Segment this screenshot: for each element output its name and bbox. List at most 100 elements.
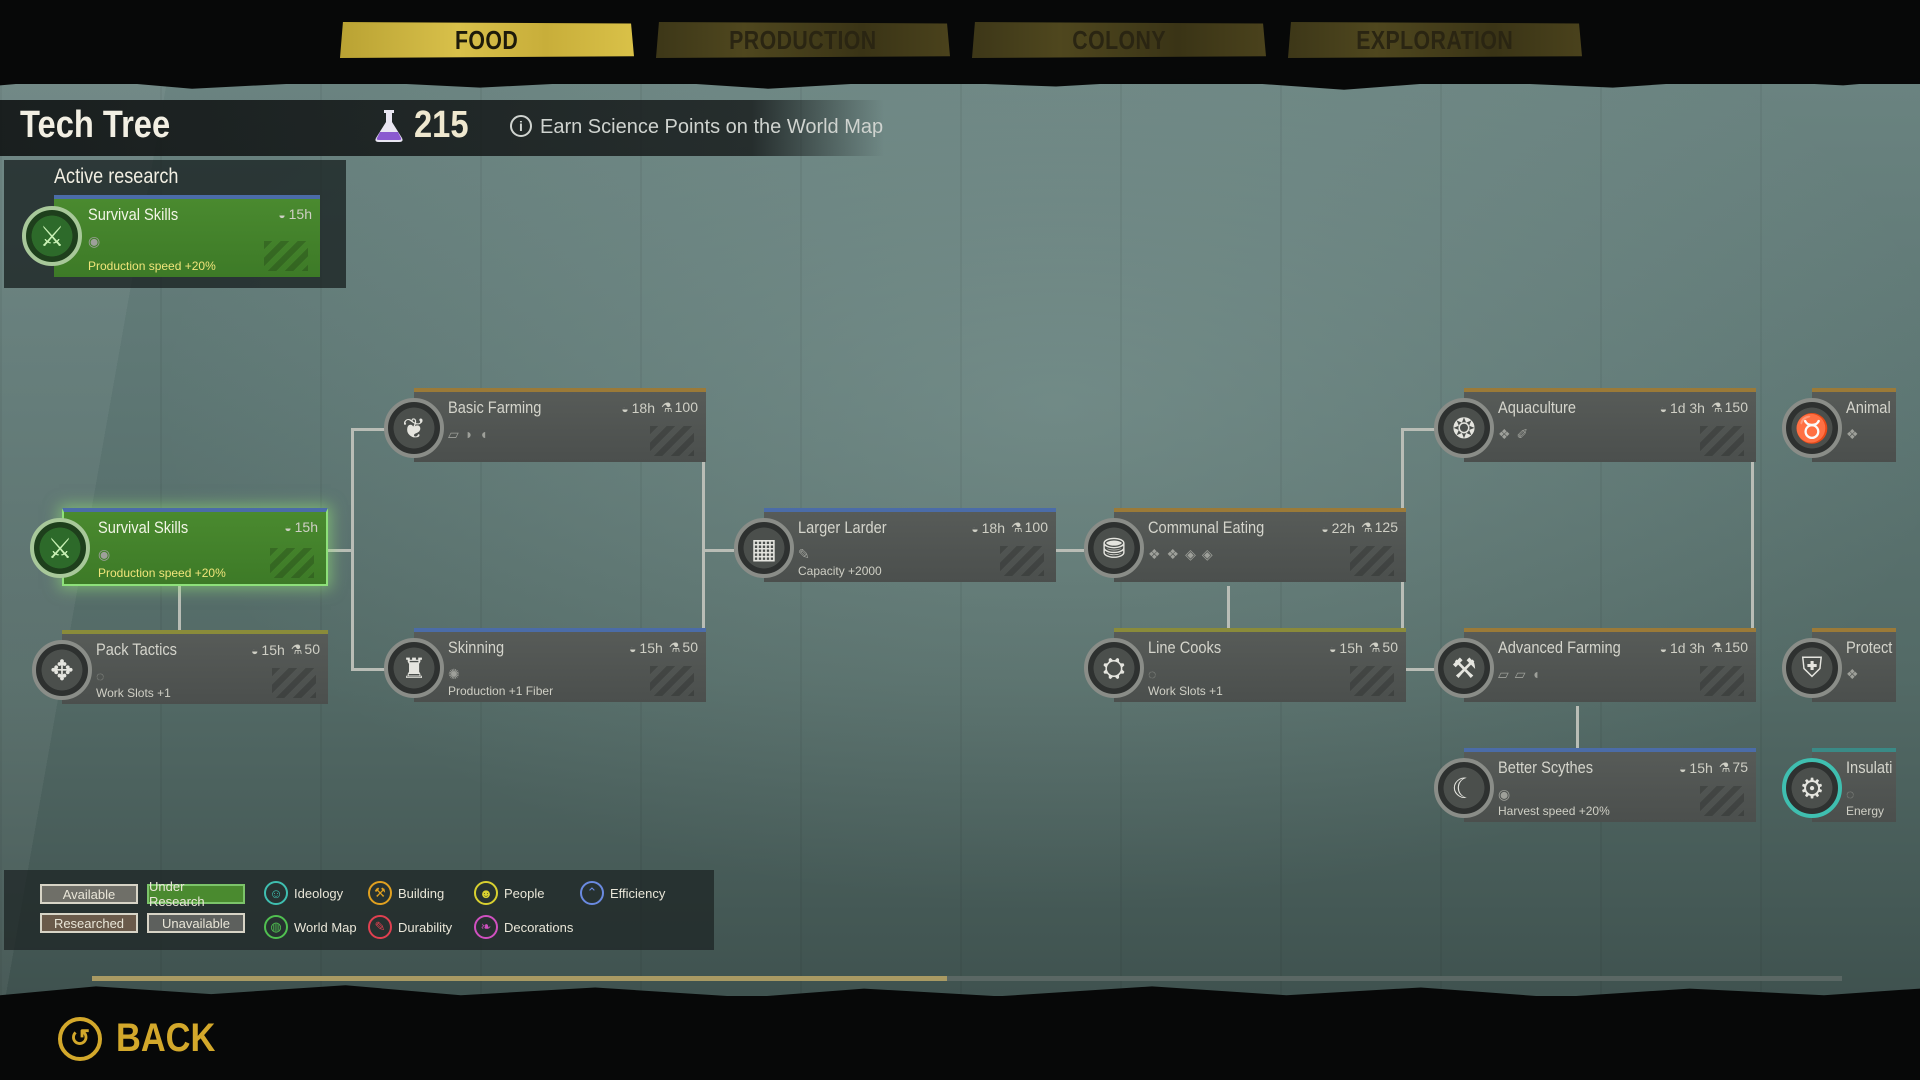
tech-meta: 15h50 [1329,639,1398,656]
tech-unlock-icons: ❖ [1846,426,1865,442]
tech-meta: 1d 3h150 [1660,639,1748,656]
ideology-icon: ☺ [264,881,288,905]
connector [351,428,354,671]
tech-meta: 1d 3h150 [1660,399,1748,416]
legend-decorations: ❧ Decorations [474,915,573,939]
cost-value: 100 [661,399,698,416]
tech-unlock-icons: ◌ [96,668,111,684]
wrench-icon: ✎ [368,915,392,939]
cost-value: 125 [1361,519,1398,536]
tech-name: Survival Skills [98,518,189,537]
tech-name: Skinning [448,638,505,657]
connector [1576,706,1579,750]
tech-unlock-icons: ❖✐ [1498,426,1535,442]
time-value: 18h [971,520,1005,536]
time-value: 18h [621,400,655,416]
time-value: 1d 3h [1660,640,1705,656]
tab-exploration[interactable]: EXPLORATION [1288,22,1582,58]
tech-card-larger-larder[interactable]: Larger Larder 18h100 ✎ Capacity +2000 [764,508,1056,582]
wheat-icon: ❦ [384,398,444,458]
tech-meta: 18h 100 [621,399,698,416]
tab-production[interactable]: PRODUCTION [656,22,950,58]
tech-effect: Work Slots +1 [1148,684,1223,698]
tech-effect: Work Slots +1 [96,686,171,700]
tech-unlock-icons: ◉ [88,233,107,249]
tab-food[interactable]: FOOD [340,22,634,58]
hammer-icon: ⚒ [368,881,392,905]
chevron-decoration [1700,786,1744,816]
connector [1401,428,1435,431]
tech-meta: 15h50 [251,641,320,658]
tech-card-basic-farming[interactable]: Basic Farming 18h 100 ▱◗◖ [414,388,706,462]
tech-unlock-icons: ▱◗◖ [448,426,494,442]
cost-value: 75 [1719,759,1748,776]
tech-name: Better Scythes [1498,758,1594,777]
tab-label: FOOD [455,24,519,55]
time-value: 15h [284,519,318,535]
cost-value: 50 [1369,639,1398,656]
tech-unlock-icons: ✺ [448,666,466,682]
tech-card-line-cooks[interactable]: Line Cooks 15h50 ◌ Work Slots +1 [1114,628,1406,702]
chevron-decoration [1350,546,1394,576]
cow-icon: ♉ [1782,398,1842,458]
back-button[interactable]: ↺ BACK [58,1016,232,1061]
active-research-card[interactable]: Survival Skills 15h ◉ Production speed +… [54,195,320,277]
tech-effect: Production speed +20% [88,259,216,273]
chevron-decoration [1000,546,1044,576]
tech-effect: Production +1 Fiber [448,684,554,698]
cost-value: 50 [291,641,320,658]
legend-label: Decorations [504,919,574,935]
tech-effect: Capacity +2000 [798,564,882,578]
tech-card-survival-skills[interactable]: Survival Skills 15h ◉ Production speed +… [62,508,328,586]
science-points-value: 215 [414,104,469,146]
connector [1227,586,1230,630]
legend-label: Durability [398,919,453,935]
tech-name: Animal [1846,398,1891,417]
tech-card-skinning[interactable]: Skinning 15h50 ✺ Production +1 Fiber [414,628,706,702]
horizontal-scrollbar[interactable] [92,976,1842,981]
back-arrow-icon: ↺ [58,1016,102,1061]
legend-durability: ✎ Durability [368,915,452,939]
tech-card-better-scythes[interactable]: Better Scythes 15h75 ◉ Harvest speed +20… [1464,748,1756,822]
tech-unlock-icons: ◉ [98,546,117,562]
legend-researched: Researched [40,913,138,933]
tech-unlock-icons: ✎ [798,546,816,562]
survival-skills-icon: ⚔ [30,518,90,578]
back-label: BACK [116,1016,216,1060]
legend-ideology: ☺ Ideology [264,881,343,905]
chevron-decoration [650,666,694,696]
connector [1401,668,1435,671]
crates-icon: ▦ [734,518,794,578]
connector [351,428,385,431]
scrollbar-thumb[interactable] [92,976,947,981]
tech-card-advanced-farming[interactable]: Advanced Farming 1d 3h150 ▱▱◖ [1464,628,1756,702]
tech-name: Larger Larder [798,518,887,537]
chevron-decoration [270,548,314,578]
legend-label: Ideology [294,885,344,901]
info-icon[interactable]: i [510,115,532,137]
tech-meta: 18h100 [971,519,1048,536]
tech-name: Protect [1846,638,1893,657]
people-icon: ☻ [474,881,498,905]
tech-card-aquaculture[interactable]: Aquaculture 1d 3h150 ❖✐ [1464,388,1756,462]
hoe-icon: ⚒ [1434,638,1494,698]
tech-card-pack-tactics[interactable]: Pack Tactics 15h50 ◌ Work Slots +1 [62,630,328,704]
tab-label: EXPLORATION [1356,24,1514,55]
tech-effect: Energy [1846,804,1885,818]
header-strip [0,100,884,156]
chevron-decoration [1350,666,1394,696]
tech-name: Advanced Farming [1498,638,1621,657]
tech-unlock-icons: ◉ [1498,786,1517,802]
time-value: 1d 3h [1660,400,1705,416]
chevrons-up-icon: ⌃ [580,881,604,905]
active-research-heading: Active research [54,165,179,188]
survival-skills-icon: ⚔ [22,206,82,266]
hide-icon: ♜ [384,638,444,698]
tab-colony[interactable]: COLONY [972,22,1266,58]
feather-icon: ❧ [474,915,498,939]
tech-card-communal-eating[interactable]: Communal Eating 22h125 ❖❖◈◈ [1114,508,1406,582]
tech-name: Basic Farming [448,398,542,417]
legend-unavailable: Unavailable [147,913,245,933]
connector [1751,428,1754,671]
legend-label: World Map [294,919,357,935]
